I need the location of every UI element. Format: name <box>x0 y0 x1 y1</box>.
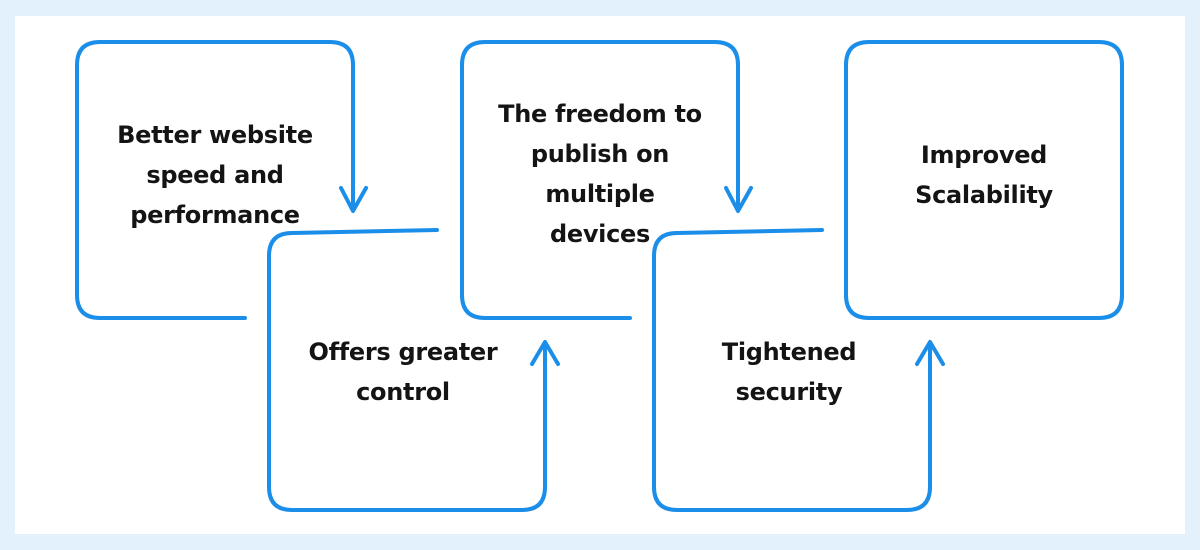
step-4-arrow-head <box>915 340 945 366</box>
step-1-arrow-head <box>339 186 368 213</box>
step-3-box <box>460 40 740 320</box>
step-5-box <box>844 40 1124 320</box>
step-4-label: Tightened security <box>721 338 857 406</box>
step-3-arrow-head <box>724 186 753 213</box>
step-2-label: Offers greater control <box>308 338 498 406</box>
step-4-box <box>652 228 932 512</box>
step-2-box <box>267 228 547 512</box>
step-2-arrow-head <box>530 340 560 366</box>
step-1-label: Better website speed and performance <box>117 121 313 229</box>
diagram-panel <box>15 16 1185 534</box>
step-5-label: Improved Scalability <box>915 141 1053 209</box>
step-1-box <box>75 40 355 320</box>
step-3-label: The freedom to publish on multiple devic… <box>498 100 702 248</box>
